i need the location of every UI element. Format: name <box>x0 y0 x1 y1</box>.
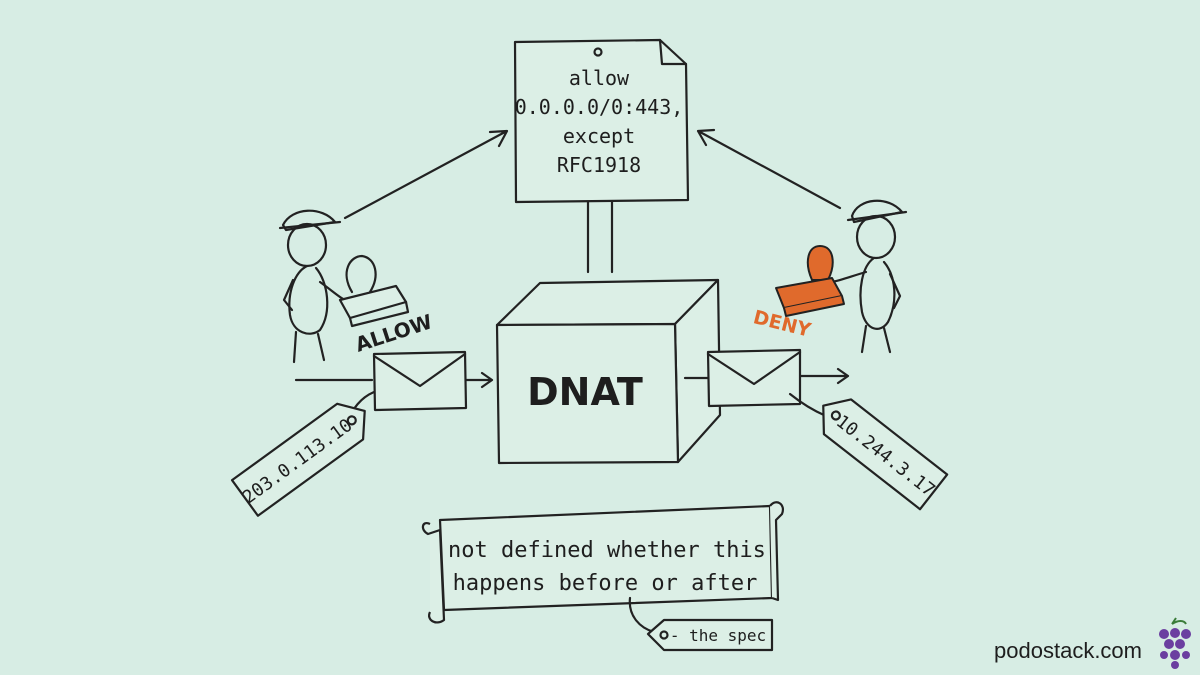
outbound-arrow <box>798 367 850 385</box>
left-officer-arrow <box>343 129 509 220</box>
right-officer-arrow <box>696 128 842 210</box>
sign-text-line-4: RFC1918 <box>557 153 641 177</box>
spec-scroll: not defined whether this happens before … <box>421 501 784 624</box>
spec-attribution-label: - the spec <box>670 626 766 645</box>
brand-site: podostack.com <box>994 638 1142 663</box>
sign-text-line-3: except <box>563 124 635 148</box>
to-dnat-arrow <box>464 371 494 389</box>
dest-ip-tag: 10.244.3.17 <box>788 392 949 511</box>
sign-board <box>513 38 690 204</box>
left-envelope-icon <box>372 350 468 412</box>
scroll-text-line-2: happens before or after <box>453 571 758 596</box>
policy-sign: allow 0.0.0.0/0:443, except RFC1918 <box>513 38 690 274</box>
sign-post <box>586 198 614 274</box>
spec-attribution-tag: - the spec <box>628 596 774 652</box>
scroll-left-roll <box>421 522 446 624</box>
right-officer-icon <box>830 199 908 354</box>
sign-text-line-2: 0.0.0.0/0:443, <box>515 95 684 119</box>
sign-dog-ear <box>658 38 688 66</box>
right-envelope-icon <box>706 348 802 408</box>
grapes-logo-icon <box>1159 617 1191 669</box>
sign-text-line-1: allow <box>569 66 630 90</box>
left-officer-icon <box>278 209 352 364</box>
scroll-right-roll <box>769 501 784 602</box>
dnat-label: DNAT <box>527 370 643 414</box>
dnat-box: DNAT <box>495 278 722 465</box>
cube-front <box>495 322 680 465</box>
officer-to-sign-arrows <box>343 128 842 220</box>
scroll-text-line-1: not defined whether this <box>448 538 766 563</box>
allow-stamp-icon <box>338 254 410 328</box>
sign-pin-icon <box>593 47 603 57</box>
source-ip-tag: 203.0.113.10 <box>230 390 376 517</box>
deny-stamp-icon <box>775 244 845 317</box>
